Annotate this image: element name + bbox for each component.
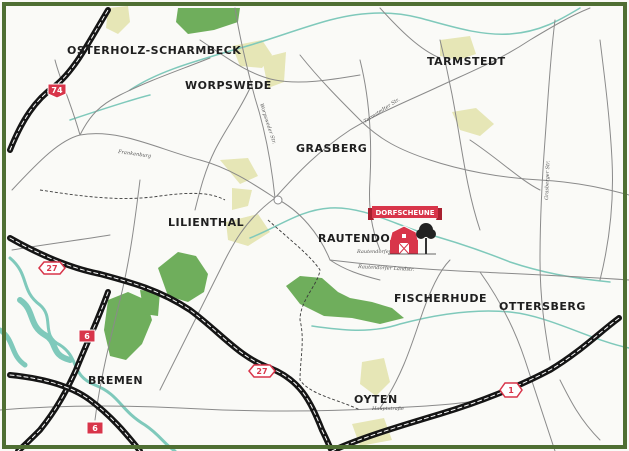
svg-text:6: 6: [84, 332, 90, 341]
road-label-rautendorf-str: Rautendorfer Str.: [356, 249, 402, 255]
svg-text:74: 74: [51, 86, 63, 95]
tree-icon: [416, 223, 436, 254]
minor-roads: [0, 7, 629, 451]
town-label-lilienthal: LILIENTHAL: [168, 216, 244, 229]
forest-areas: [104, 8, 404, 360]
highway-shield-a74: 74: [47, 83, 67, 99]
town-label-ottersberg: OTTERSBERG: [499, 300, 586, 313]
road-label-hauptstrasse: Hauptstraße: [371, 406, 404, 412]
svg-text:6: 6: [92, 424, 98, 433]
road-label-frankenburg: Frankenburg: [117, 149, 152, 160]
svg-text:27: 27: [256, 367, 267, 376]
town-label-bremen: BREMEN: [88, 374, 143, 387]
district-boundary: [39, 189, 361, 411]
roundabout: [273, 195, 283, 205]
poi-label: DORFSCHEUNE: [375, 209, 434, 217]
poi-dorfscheune[interactable]: DORFSCHEUNE: [368, 206, 442, 255]
town-label-grasberg: GRASBERG: [296, 142, 367, 155]
highway-shield-a27-south: 27: [248, 364, 276, 378]
town-label-worpswede: WORPSWEDE: [185, 79, 272, 92]
svg-text:27: 27: [46, 264, 57, 273]
town-label-oyten: OYTEN: [354, 393, 398, 406]
town-label-osterholz: OSTERHOLZ-SCHARMBECK: [67, 44, 241, 57]
svg-text:1: 1: [508, 386, 514, 395]
highway-shield-a6-south: 6: [86, 421, 104, 435]
highway-shield-a27-west: 27: [38, 261, 66, 275]
road-label-rautendorfer: Rautendorfer Landstr.: [357, 264, 415, 273]
highway-shield-a6-north: 6: [78, 329, 96, 343]
poi-banner: [372, 206, 438, 218]
highway-shield-a1: 1: [499, 382, 523, 398]
road-label-grasberger: Grasberger Str.: [544, 160, 551, 200]
barn-icon: [389, 225, 419, 255]
town-label-tarmstedt: TARMSTEDT: [427, 55, 506, 68]
town-label-fischerhude: FISCHERHUDE: [394, 292, 487, 305]
town-label-rautendorf: RAUTENDORF: [318, 232, 407, 245]
